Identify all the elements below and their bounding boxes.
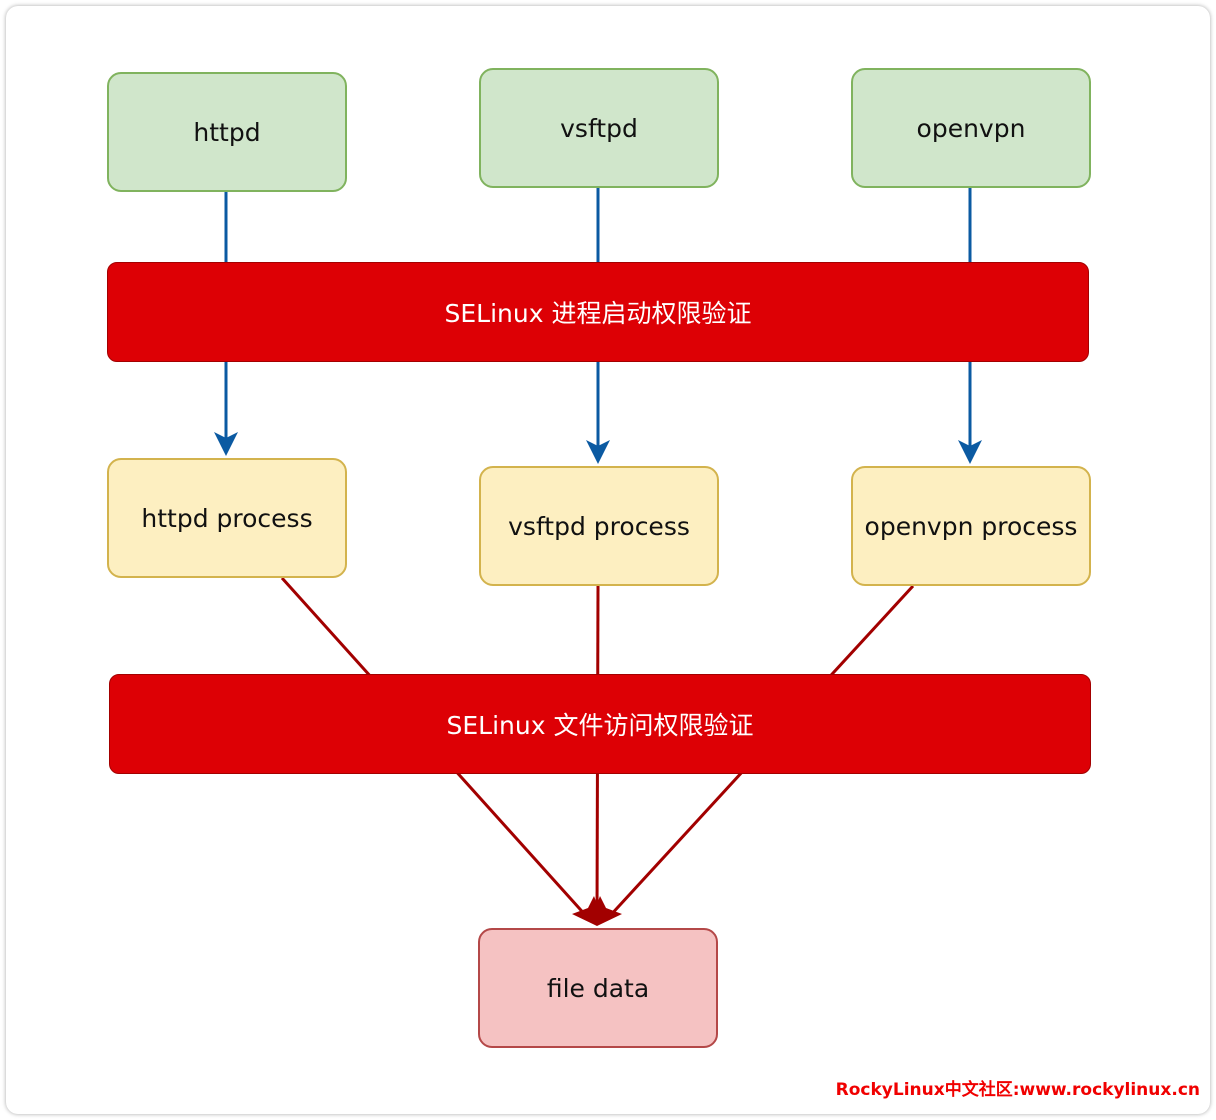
process-vsftpd[interactable]: vsftpd process <box>479 466 719 586</box>
service-openvpn[interactable]: openvpn <box>851 68 1091 188</box>
process-label: httpd process <box>141 503 313 533</box>
check-label: SELinux 进程启动权限验证 <box>444 299 752 328</box>
service-vsftpd[interactable]: vsftpd <box>479 68 719 188</box>
process-label: openvpn process <box>864 511 1078 541</box>
file-data-node[interactable]: file data <box>478 928 718 1048</box>
arrowhead-icon <box>958 440 982 464</box>
service-httpd[interactable]: httpd <box>107 72 347 192</box>
arrowhead-icon <box>586 440 610 464</box>
process-httpd[interactable]: httpd process <box>107 458 347 578</box>
arrowhead-icon <box>214 432 238 456</box>
file-permission-check[interactable]: SELinux 文件访问权限验证 <box>109 674 1091 774</box>
service-label: httpd <box>193 117 261 147</box>
arrowhead-icon <box>572 896 622 926</box>
service-label: vsftpd <box>560 113 638 143</box>
service-label: openvpn <box>916 113 1026 143</box>
process-permission-check[interactable]: SELinux 进程启动权限验证 <box>107 262 1089 362</box>
process-openvpn[interactable]: openvpn process <box>851 466 1091 586</box>
process-label: vsftpd process <box>508 511 690 541</box>
watermark: RockyLinux中文社区:www.rockylinux.cn <box>835 1080 1200 1100</box>
target-label: file data <box>546 973 650 1003</box>
check-label: SELinux 文件访问权限验证 <box>446 711 754 740</box>
